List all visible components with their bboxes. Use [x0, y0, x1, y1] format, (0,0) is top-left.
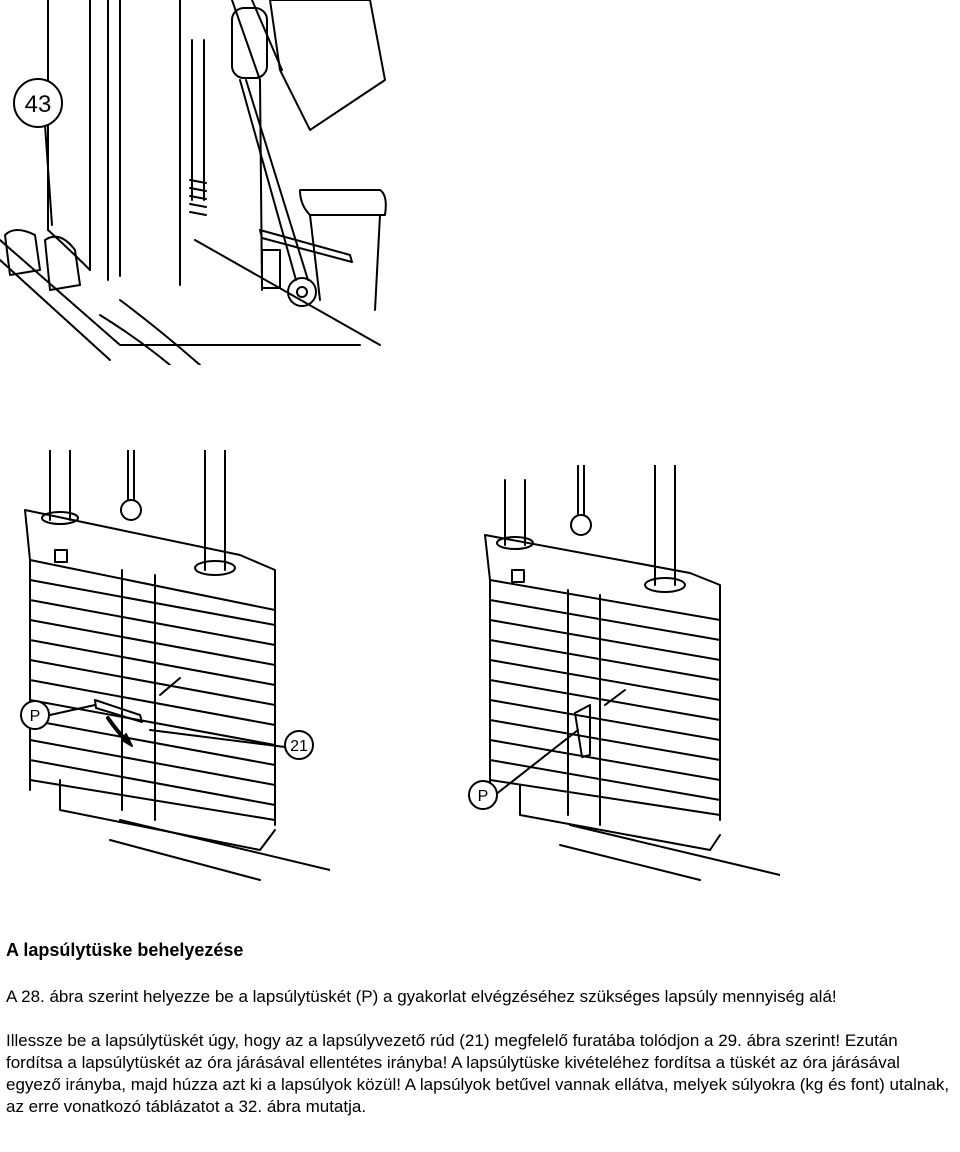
callout-43-circle: [13, 78, 63, 128]
section-heading: A lapsúlytüske behelyezése: [6, 940, 244, 960]
callout-43-label: 43: [25, 91, 52, 118]
callout-p-circle: [468, 780, 498, 810]
weight-stack-insert-illustration: P 21: [20, 450, 330, 881]
instruction-paragraph-1: A 28. ábra szerint helyezze be a lapsúly…: [6, 987, 837, 1006]
callout-p-circle: [20, 700, 50, 730]
machine-frame-illustration: 43: [0, 0, 387, 365]
callout-21-label: 21: [290, 738, 308, 755]
callout-21-circle: [284, 730, 314, 760]
instruction-section: A lapsúlytüske behelyezése A 28. ábra sz…: [6, 938, 958, 1140]
callout-p-label: P: [478, 788, 489, 805]
weight-stack-turned-illustration: P: [468, 465, 780, 881]
instruction-paragraph-2: Illessze be a lapsúlytüskét úgy, hogy az…: [6, 1031, 950, 1116]
callout-p-label: P: [30, 708, 41, 725]
